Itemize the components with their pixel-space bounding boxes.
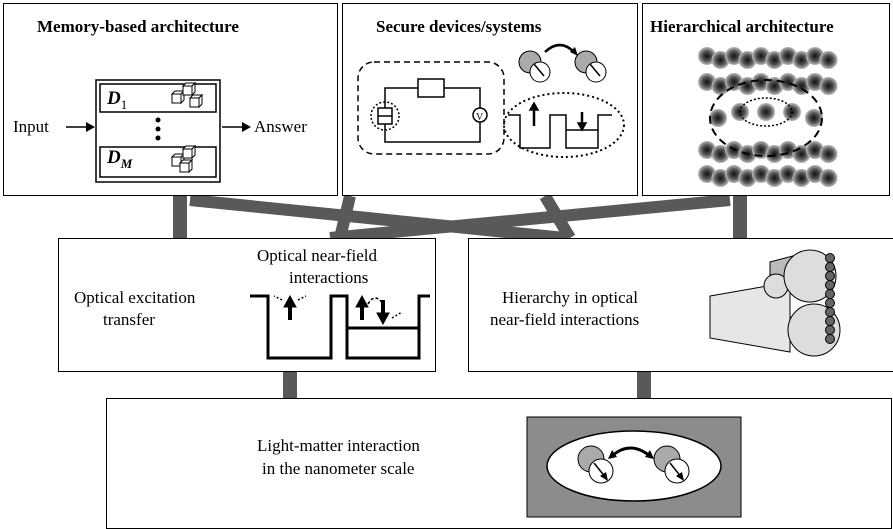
nanoparticle-column-icon (825, 253, 835, 344)
nanoparticle-dot (738, 169, 757, 187)
hierarchy-near-field-text-line2: near-field interactions (490, 310, 640, 329)
nanoparticle-dot (711, 169, 730, 187)
nanoparticle-array-image (698, 47, 838, 187)
memory-cell-d1 (99, 83, 217, 113)
coupled-dots-dotted-ellipse (503, 92, 625, 158)
connector-diagonal (329, 194, 731, 244)
hierarchical-architecture-box (642, 3, 890, 196)
nanoparticle-dot (698, 73, 716, 91)
memory-dm-letter: D (107, 147, 121, 168)
sphere-pair-icon (518, 43, 607, 83)
nanoparticle-dot (792, 169, 811, 187)
nanoparticle-dot (731, 103, 749, 121)
nanoparticle-dot (738, 51, 757, 69)
nanoparticle-dot (752, 73, 770, 91)
optical-excitation-text-line1: Optical excitation (74, 288, 196, 307)
connector-bar (283, 372, 297, 398)
connector-bar (733, 196, 747, 238)
optical-near-field-label-line2: interactions (289, 268, 369, 287)
cube-icon (170, 144, 197, 174)
ellipsis-dot (155, 117, 161, 123)
memory-d1-label: D1 (107, 88, 127, 116)
nanoparticle-dot (698, 141, 716, 159)
nanoparticle-dot (779, 165, 797, 183)
input-arrowhead (86, 122, 95, 132)
connector-diagonal (189, 194, 566, 244)
ellipsis-dot (155, 126, 161, 132)
nanoparticle-dot (779, 73, 797, 91)
nanoparticle-dot (711, 145, 730, 163)
nanoparticle-dot (806, 47, 824, 65)
nanoparticle-dot (765, 169, 784, 187)
secure-devices-title: Secure devices/systems (376, 17, 542, 36)
memory-d1-subscript: 1 (120, 96, 128, 112)
nanoparticle-dot (698, 165, 716, 183)
nanoparticle-dot (819, 77, 838, 95)
memory-cell-dm (99, 146, 217, 178)
memory-architecture-box (3, 3, 338, 196)
connector-bar (637, 372, 651, 398)
hierarchy-dashed-ellipse (709, 79, 823, 157)
nanoparticle-dot (819, 145, 838, 163)
light-matter-box (106, 398, 892, 529)
input-label: Input (13, 117, 49, 136)
nanoparticle-dot (806, 165, 824, 183)
memory-d1-letter: D (107, 88, 121, 109)
memory-frame (95, 79, 221, 183)
nanoparticle-dot (698, 47, 716, 65)
nanoparticle-dot (752, 47, 770, 65)
secure-devices-box (342, 3, 638, 196)
hierarchical-architecture-title: Hierarchical architecture (650, 17, 834, 36)
nanoparticle-dot (725, 73, 743, 91)
interacting-spheres-icon (577, 445, 690, 484)
light-matter-text-line2: in the nanometer scale (262, 459, 415, 478)
connector-diagonal (334, 194, 356, 240)
hierarchy-dotted-ellipse (739, 97, 793, 127)
nanoparticle-dot (765, 145, 784, 163)
light-matter-text-line1: Light-matter interaction (257, 436, 420, 455)
optical-excitation-box (58, 238, 436, 372)
answer-label: Answer (254, 117, 307, 136)
nanoparticle-dot (805, 109, 823, 127)
nanoparticle-dot (725, 165, 743, 183)
nanoparticle-dot (792, 51, 811, 69)
nanoparticle-dot (819, 169, 838, 187)
voltmeter-v-icon: V (476, 112, 484, 123)
white-ellipse (546, 430, 722, 502)
optical-excitation-text-line2: transfer (103, 310, 155, 329)
nanoparticle-dot (825, 334, 835, 344)
nanoparticle-dot (765, 51, 784, 69)
circuit-dashed-frame (357, 61, 505, 155)
connector-diagonal (539, 192, 576, 242)
optical-near-field-label-line1: Optical near-field (257, 246, 378, 265)
nanoparticle-dot (709, 109, 727, 127)
nanoparticle-dot (725, 47, 743, 65)
quantum-well-icon (508, 101, 612, 149)
nanoparticle-dot (711, 77, 730, 95)
memory-dm-label: DM (107, 147, 132, 175)
excitation-arrows-icon (273, 294, 403, 326)
ellipsis-dot (155, 135, 161, 141)
nanoparticle-dot (819, 51, 838, 69)
memory-architecture-title: Memory-based architecture (37, 17, 239, 36)
answer-arrowhead (242, 122, 251, 132)
nanoparticle-dot (711, 51, 730, 69)
cube-icon (170, 81, 204, 109)
nanoparticle-dot (779, 47, 797, 65)
hierarchy-near-field-text-line1: Hierarchy in optical (502, 288, 638, 307)
connector-bar (173, 196, 187, 238)
circuit-icon (370, 78, 488, 143)
nanoparticle-dot (806, 73, 824, 91)
nanoparticle-dot (757, 103, 775, 121)
nanoparticle-dot (806, 141, 824, 159)
memory-dm-subscript: M (120, 155, 133, 171)
nanoparticle-dot (752, 165, 770, 183)
